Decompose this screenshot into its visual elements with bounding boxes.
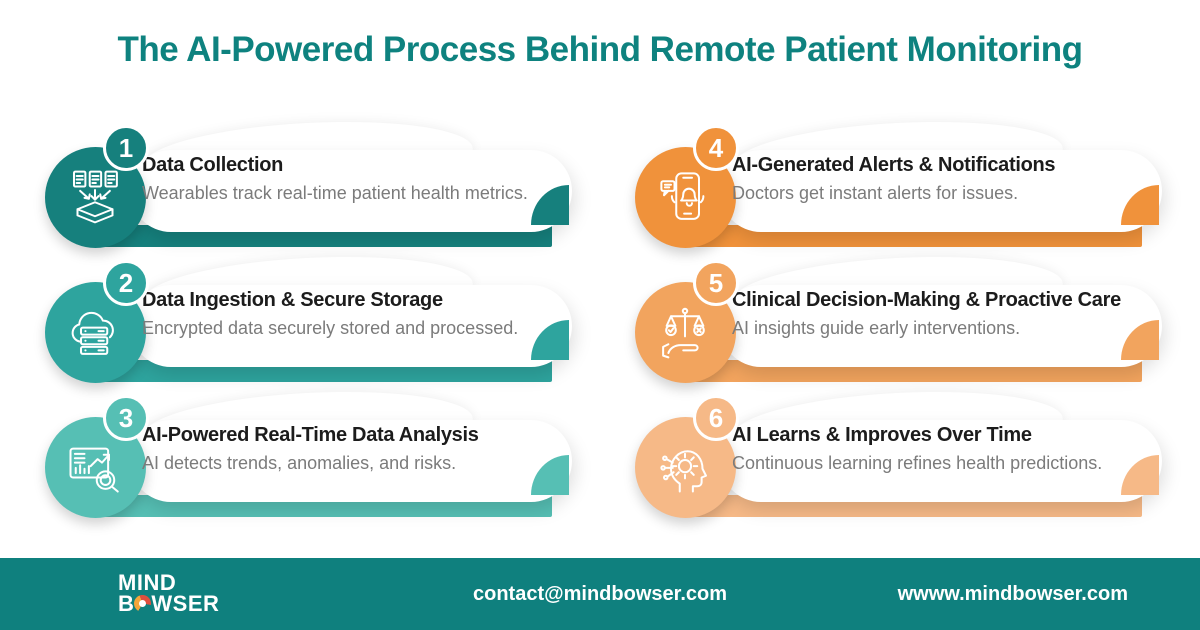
step-card: 6 AI Learns & Improves Over Time Continu…: [635, 384, 1165, 525]
swirl-logo-icon: [134, 595, 152, 612]
step-card: 5 Clinical Decision-Making & Proactive C…: [635, 249, 1165, 390]
step-number-badge: 1: [103, 125, 149, 171]
step-panel: [130, 420, 572, 502]
logo-line1: MIND: [118, 570, 177, 596]
step-description: Doctors get instant alerts for issues.: [732, 183, 1019, 203]
documents-to-box-icon: [67, 169, 123, 225]
step-text: Data Collection Wearables track real-tim…: [142, 154, 574, 204]
step-title: Data Ingestion & Secure Storage: [142, 289, 443, 311]
step-panel: [130, 150, 572, 232]
analytics-chart-icon: [67, 439, 123, 495]
step-panel: [720, 420, 1162, 502]
step-card: 4 AI-Generated Alerts & Notifications Do…: [635, 114, 1165, 255]
ai-head-gear-icon: [657, 439, 713, 495]
step-description: Continuous learning refines health predi…: [732, 453, 1103, 473]
phone-alert-icon: [657, 169, 713, 225]
step-number-badge: 4: [693, 125, 739, 171]
step-card: 3 AI-Powered Real-Time Data Analysis AI …: [45, 384, 575, 525]
step-panel: [720, 150, 1162, 232]
step-number-badge: 2: [103, 260, 149, 306]
step-text: AI Learns & Improves Over Time Continuou…: [732, 424, 1164, 474]
step-description: AI detects trends, anomalies, and risks.: [142, 453, 457, 473]
step-description: AI insights guide early interventions.: [732, 318, 1021, 338]
step-panel: [130, 285, 572, 367]
step-title: AI-Powered Real-Time Data Analysis: [142, 424, 479, 446]
step-title: Data Collection: [142, 154, 284, 176]
website-url: wwww.mindbowser.com: [897, 582, 1128, 605]
step-title: AI-Generated Alerts & Notifications: [732, 154, 1056, 176]
scales-hand-icon: [657, 304, 713, 360]
page-title: The AI-Powered Process Behind Remote Pat…: [117, 30, 1083, 69]
step-text: AI-Powered Real-Time Data Analysis AI de…: [142, 424, 574, 474]
step-card: 2 Data Ingestion & Secure Storage Encryp…: [45, 249, 575, 390]
step-text: Data Ingestion & Secure Storage Encrypte…: [142, 289, 574, 339]
step-title: Clinical Decision-Making & Proactive Car…: [732, 289, 1121, 311]
step-panel: [720, 285, 1162, 367]
step-text: AI-Generated Alerts & Notifications Doct…: [732, 154, 1164, 204]
step-number-badge: 5: [693, 260, 739, 306]
step-description: Encrypted data securely stored and proce…: [142, 318, 519, 338]
step-card: 1 Data Collection Wearables track real-t…: [45, 114, 575, 255]
step-text: Clinical Decision-Making & Proactive Car…: [732, 289, 1164, 339]
step-description: Wearables track real-time patient health…: [142, 183, 528, 203]
step-number-badge: 6: [693, 395, 739, 441]
step-number-badge: 3: [103, 395, 149, 441]
cloud-server-icon: [67, 304, 123, 360]
step-title: AI Learns & Improves Over Time: [732, 424, 1032, 446]
